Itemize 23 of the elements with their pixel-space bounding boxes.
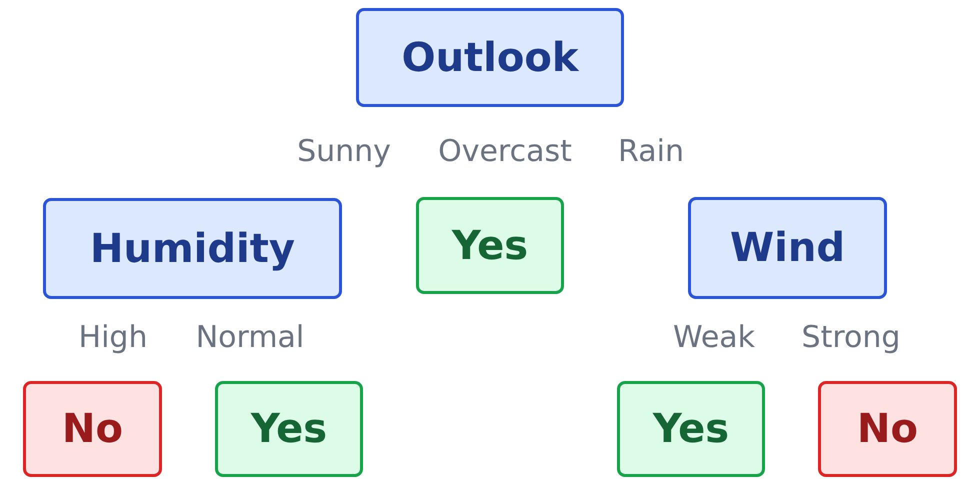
node-label: No	[857, 406, 918, 452]
branch-label: Sunny	[297, 134, 391, 169]
node-label: Yes	[250, 406, 328, 452]
branch-label: Normal	[196, 320, 304, 355]
leaf-node-box	[416, 197, 564, 294]
leaf-node-box	[818, 381, 957, 477]
leaf-node-box	[617, 381, 765, 477]
leaf-node-box	[23, 381, 162, 477]
node-label: Yes	[652, 406, 730, 452]
node-label: No	[62, 406, 123, 452]
leaf-node-box	[215, 381, 363, 477]
decision-node-box	[43, 198, 342, 299]
branch-label: Strong	[802, 320, 900, 355]
node-label: Wind	[730, 225, 845, 271]
node-label: Humidity	[90, 226, 295, 272]
branch-label: Weak	[672, 320, 756, 355]
branch-label: Rain	[618, 134, 684, 169]
branch-label: Overcast	[438, 134, 572, 169]
node-label: Yes	[452, 222, 528, 268]
node-label: Outlook	[402, 34, 578, 80]
decision-node-box	[688, 197, 887, 299]
branch-label: High	[78, 320, 148, 355]
decision-node-box	[356, 8, 624, 107]
